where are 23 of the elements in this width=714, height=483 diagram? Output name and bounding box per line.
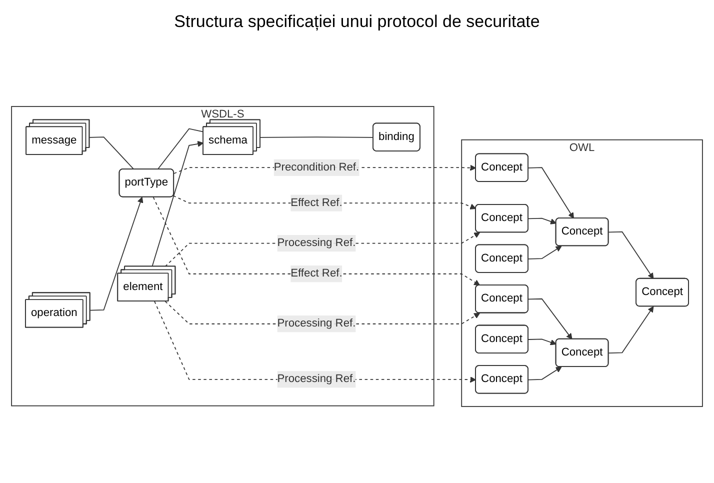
arrow <box>528 167 574 219</box>
connector <box>89 136 134 170</box>
diagram-title: Structura specificației unui protocol de securitate <box>174 12 540 32</box>
edge-label: Effect Ref. <box>290 196 342 209</box>
arrow <box>608 231 654 279</box>
arrow <box>154 300 476 383</box>
arrow <box>528 298 572 340</box>
arrow <box>164 232 480 268</box>
edge-label: Precondition Ref. <box>274 161 360 174</box>
connector <box>157 128 204 170</box>
connector <box>260 136 374 138</box>
edge-label: Processing Ref. <box>277 237 356 249</box>
edge-label: Processing Ref. <box>277 373 356 385</box>
edge-label: Processing Ref. <box>277 318 356 330</box>
arrow <box>152 140 204 268</box>
arrow <box>528 338 556 346</box>
arrow <box>90 196 144 311</box>
arrow <box>528 366 562 380</box>
arrow <box>528 246 562 260</box>
arrow <box>608 306 654 354</box>
arrow <box>152 196 480 286</box>
arrow <box>528 218 556 224</box>
edge-label: Effect Ref. <box>290 268 342 280</box>
